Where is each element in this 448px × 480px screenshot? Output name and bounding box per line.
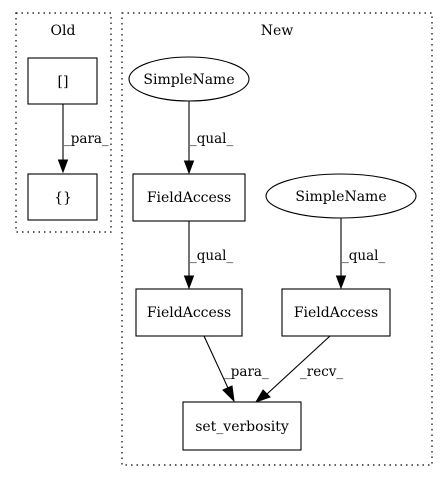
node-simplename-2: SimpleName [265, 173, 417, 219]
edge-qual-3: _qual_ [335, 218, 385, 290]
edge-qual-1: _qual_ [183, 101, 233, 175]
cluster-old: Old [15, 12, 112, 233]
node-old-list-label: [] [58, 74, 69, 90]
edge-label-recv: _recv_ [300, 364, 343, 380]
node-fieldaccess-2: FieldAccess [135, 288, 243, 337]
node-fieldaccess-3-label: FieldAccess [294, 305, 378, 321]
edges: _para_ _qual_ _qual_ _qual_ _para_ [57, 101, 385, 403]
node-simplename-1: SimpleName [128, 56, 250, 102]
edge-label-qual-3: _qual_ [342, 248, 385, 264]
node-fieldaccess-3: FieldAccess [281, 288, 391, 337]
edge-para: _para_ [203, 335, 269, 403]
node-old-dict: {} [27, 173, 98, 221]
edge-label-qual-1: _qual_ [190, 131, 233, 147]
node-fieldaccess-1: FieldAccess [132, 173, 246, 222]
cluster-new: New [121, 12, 433, 466]
cluster-old-label: Old [51, 23, 76, 39]
node-fieldaccess-1-label: FieldAccess [147, 190, 231, 206]
edge-label-old-para: _para_ [64, 131, 109, 147]
edge-label-qual-2: _qual_ [190, 248, 233, 264]
cluster-new-label: New [261, 23, 294, 39]
node-fieldaccess-2-label: FieldAccess [147, 305, 231, 321]
node-set-verbosity-label: set_verbosity [195, 419, 289, 435]
node-old-list: [] [27, 57, 98, 105]
edge-label-para: _para_ [224, 364, 269, 380]
node-simplename-2-label: SimpleName [295, 189, 386, 205]
node-old-dict-label: {} [54, 190, 72, 206]
edge-qual-2: _qual_ [183, 221, 233, 290]
node-simplename-1-label: SimpleName [143, 72, 234, 88]
node-set-verbosity: set_verbosity [182, 401, 302, 451]
edge-recv: _recv_ [254, 335, 343, 403]
edge-old-para: _para_ [57, 104, 109, 174]
nodes: [] {} SimpleName FieldAccess SimpleName … [27, 56, 417, 451]
